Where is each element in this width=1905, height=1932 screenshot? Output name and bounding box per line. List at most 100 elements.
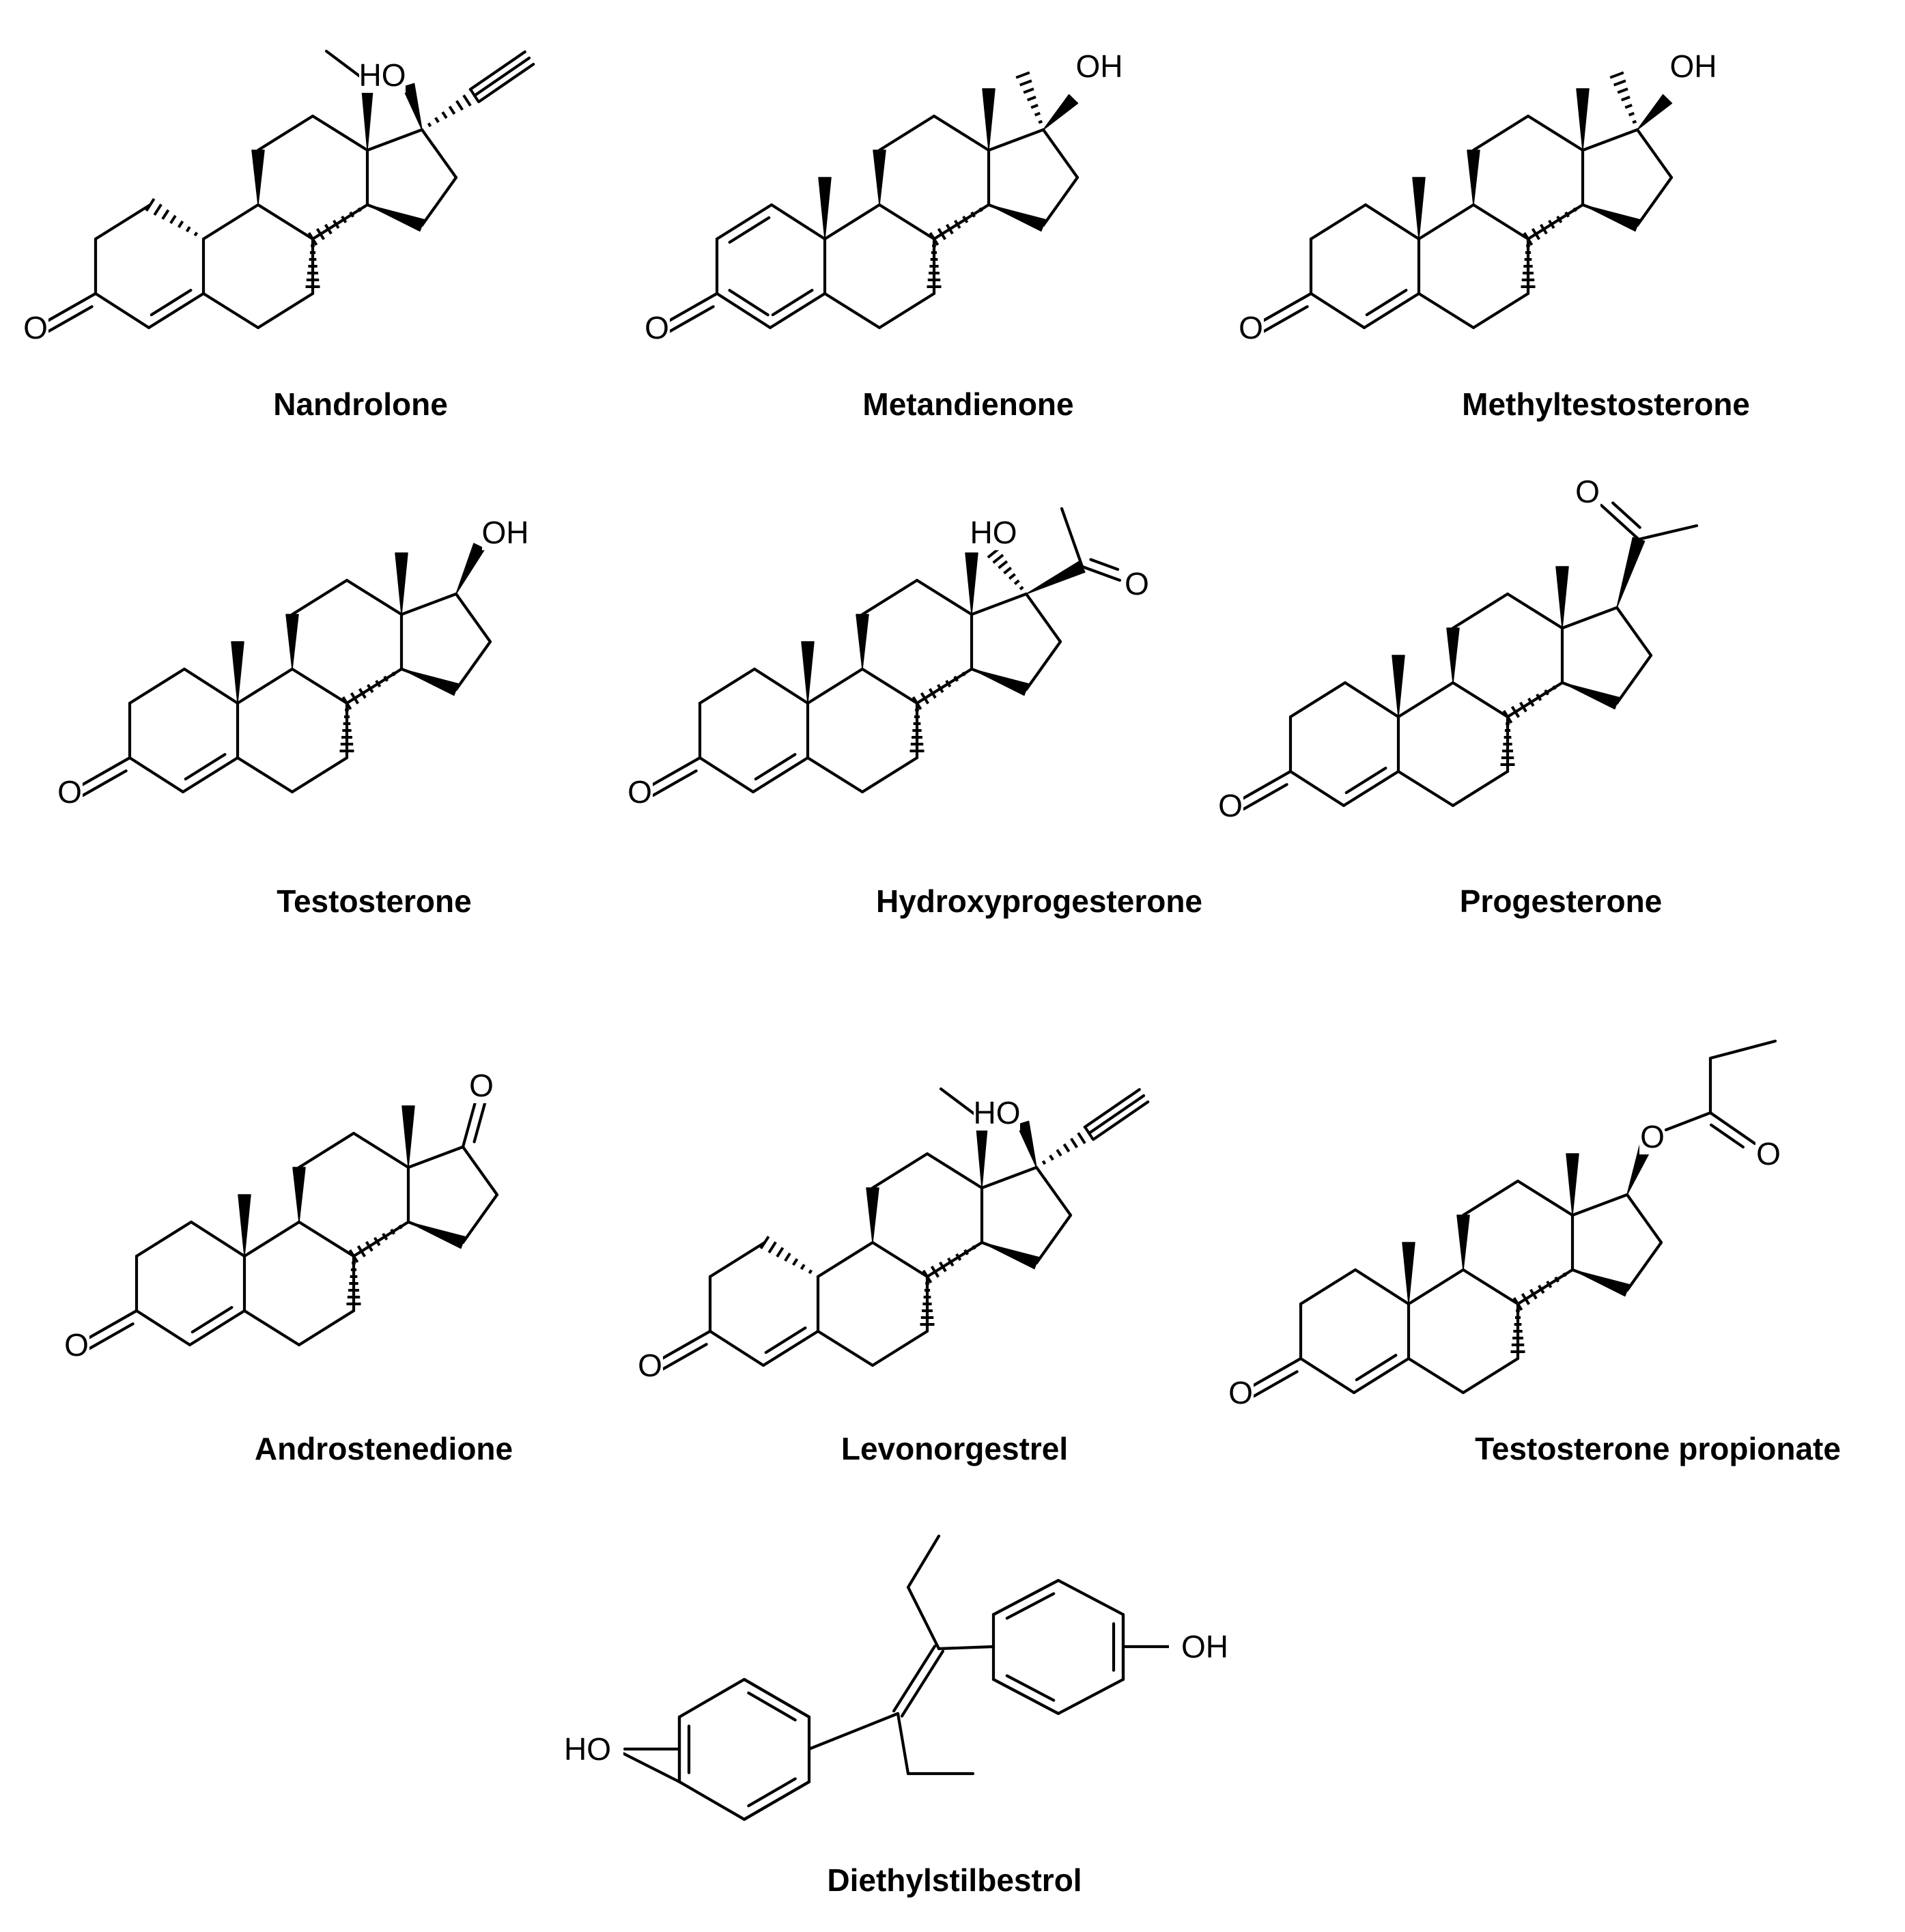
hashed-bond [987,547,1024,591]
ketone-oxygen-label: O [1228,1375,1253,1410]
bond [1407,1356,1465,1395]
wedge-bond [395,552,408,615]
double-bond [1342,769,1400,808]
triple-bond-line [1083,1088,1141,1129]
ketone-oxygen-label: O [64,1327,89,1363]
bond [189,1220,246,1258]
hash-mark [1019,586,1024,591]
wedge-bond [401,1105,415,1168]
hash-mark [937,683,944,694]
double-bond-inner [81,769,128,797]
bond [345,578,404,616]
hash-mark [1013,579,1020,585]
hydroxyl-label: HO [359,57,406,93]
bond [1024,592,1062,644]
bond [925,1152,984,1190]
wedge-bond [801,641,815,704]
hash-mark [1041,1160,1047,1165]
atom-label-background [1169,1628,1215,1664]
double-bond-inner [1005,1592,1056,1620]
hydroxyl-bond [612,1747,681,1784]
hash-mark [962,215,969,224]
double-bond [1362,292,1421,330]
hash-mark [1077,1132,1086,1144]
hash-mark [1562,1272,1567,1277]
bond [925,1240,984,1279]
compound-name: Methyltestosterone [1462,386,1750,422]
acetyl-methyl-bond [1060,507,1084,569]
hashed-bond [927,244,942,288]
hash-mark [1544,689,1549,696]
double-bond-inner [47,305,94,333]
wedge-bond [1016,1120,1037,1168]
hash-mark [356,1245,367,1258]
propionyl-bond [1708,1039,1777,1060]
hash-mark [448,105,456,115]
bond [677,1677,746,1719]
ethyl-bond [896,1711,910,1776]
hash-mark [930,1265,940,1278]
bond [182,667,240,705]
bond [1417,203,1476,241]
bond [1506,681,1564,719]
double-bond [147,292,206,330]
bond [932,203,991,241]
bond [297,1309,356,1347]
bond [1461,1356,1520,1395]
bond [698,667,757,705]
hash-mark [382,1232,389,1241]
atom-label-background [1755,1135,1781,1171]
hash-mark [1023,87,1034,94]
hash-mark [791,1258,799,1266]
hashed-bond [1523,207,1577,246]
hash-mark [800,1264,806,1270]
compound-name: Androstenedione [255,1431,513,1466]
atom-label-background [1639,1118,1665,1154]
bond [816,1329,875,1367]
bond [1056,1578,1125,1617]
structure-methyltestosterone: OHO [1238,47,1717,345]
bond [1506,592,1564,630]
hash-mark [928,687,937,699]
hash-mark [992,554,1004,564]
compound-name: Levonorgestrel [841,1431,1068,1466]
structure-androstenedione: OO [63,1066,499,1363]
bond [297,1220,356,1258]
double-bond [715,292,772,330]
compound-name: Diethylstilbestrol [827,1862,1082,1898]
hash-mark [1539,223,1548,235]
acetyl-carbonyl-bond [1080,565,1122,582]
double-bond-inner [1344,767,1387,795]
ketone-oxygen-label: O [57,774,82,810]
double-bond [991,1677,1060,1716]
hash-mark [1510,705,1521,718]
atom-label-background [482,513,528,550]
double-bond-inner [1089,558,1120,571]
hash-mark [365,1240,373,1252]
atom-label-background [974,1094,1020,1131]
bond [1615,606,1653,657]
hash-mark [938,1261,947,1273]
hash-mark [1552,685,1557,690]
bond [1635,175,1674,227]
bond [256,114,315,152]
wedge-bond [1555,566,1569,629]
hash-mark [1026,96,1036,102]
hashed-bond [305,244,320,288]
double-bond [761,1329,820,1367]
bond [365,128,424,152]
wedge-bond [1456,1214,1470,1270]
bond [1041,175,1080,227]
hash-mark [1554,1276,1560,1283]
wedge-bond [455,543,485,595]
bond [135,1309,192,1347]
double-bond-inner [754,753,797,781]
hash-mark [161,209,170,221]
hash-mark [1038,119,1043,124]
bond [454,640,492,692]
hash-mark [808,1269,813,1275]
hash-mark [978,207,983,212]
structure-testosterone: OH O [57,513,529,810]
hydroxyl-label: OH [482,515,529,550]
